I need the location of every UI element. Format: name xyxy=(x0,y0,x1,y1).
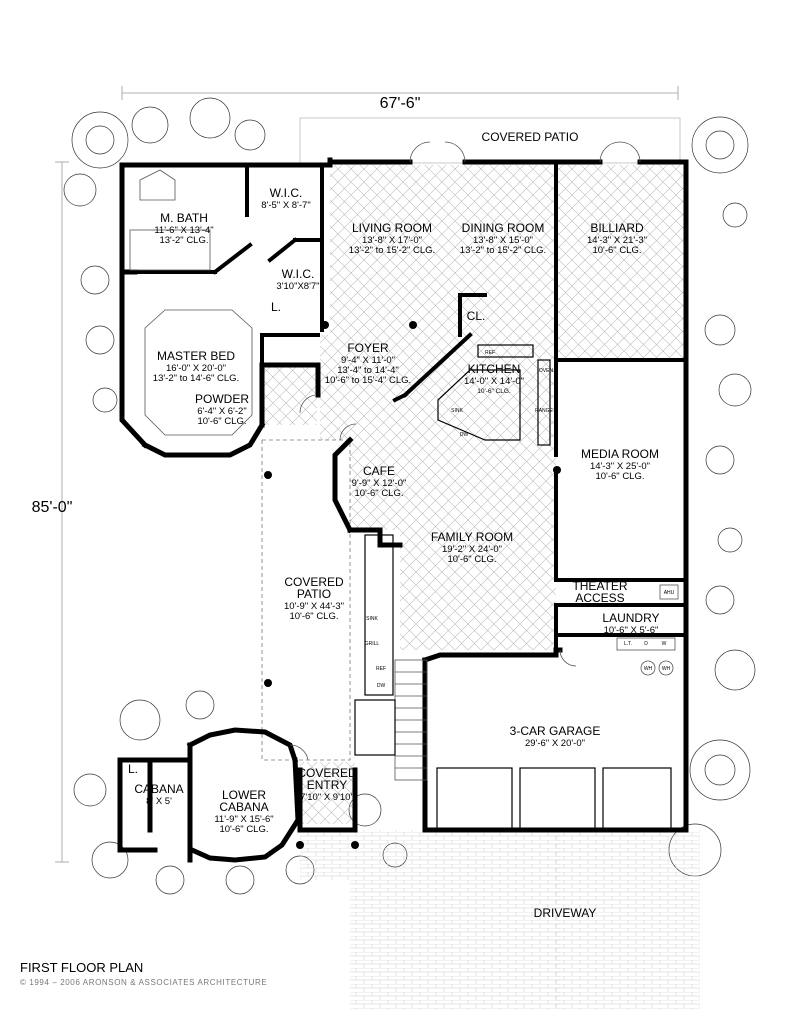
water-heater-1: WH xyxy=(644,666,653,672)
svg-text:13'-4" to 14'-4": 13'-4" to 14'-4" xyxy=(337,365,399,376)
svg-text:9'-4" X 11'-0": 9'-4" X 11'-0" xyxy=(341,355,395,366)
room-media: MEDIA ROOM xyxy=(581,447,659,461)
svg-text:PATIO: PATIO xyxy=(297,587,331,601)
kitchen-oven: OVEN xyxy=(539,368,554,374)
patio-sink: SINK xyxy=(366,616,378,622)
cabana-walls xyxy=(117,727,301,863)
svg-text:13'-2" to 14'-6" CLG.: 13'-2" to 14'-6" CLG. xyxy=(153,373,239,384)
svg-text:13'-2" to 15'-2" CLG.: 13'-2" to 15'-2" CLG. xyxy=(460,245,546,256)
kitchen-dw: DW xyxy=(460,432,469,438)
master-bed-bay xyxy=(129,169,253,436)
appliance-boxes xyxy=(616,584,679,676)
patio-wall-block xyxy=(354,699,396,756)
svg-text:9'-9" X 12'-0": 9'-9" X 12'-0" xyxy=(352,478,407,489)
room-family: FAMILY ROOM xyxy=(431,530,513,544)
svg-text:ACCESS: ACCESS xyxy=(575,591,624,605)
copyright-notice: © 1994 – 2006 ARONSON & ASSOCIATES ARCHI… xyxy=(20,978,268,987)
labels: 67'-6" 85'-0" COVERED PATIO M. BATH 11'-… xyxy=(32,95,660,920)
plan-title: FIRST FLOOR PLAN xyxy=(20,960,144,975)
kitchen-sink: SINK xyxy=(451,408,463,414)
room-driveway: DRIVEWAY xyxy=(534,906,597,920)
svg-text:29'-6" X 20'-0": 29'-6" X 20'-0" xyxy=(525,738,585,749)
svg-text:10'-6" CLG.: 10'-6" CLG. xyxy=(289,611,338,622)
room-powder: POWDER xyxy=(195,392,249,406)
covered-patio-outline xyxy=(261,439,351,761)
svg-text:3'10"X8'7": 3'10"X8'7" xyxy=(276,281,319,292)
svg-text:13'-8" X 15'-0": 13'-8" X 15'-0" xyxy=(473,235,533,246)
room-cabana-linen: L. xyxy=(128,762,138,776)
svg-text:14'-3" X 25'-0": 14'-3" X 25'-0" xyxy=(590,461,650,472)
room-covered-patio-side: COVERED xyxy=(284,575,344,589)
room-lower-cabana: LOWER xyxy=(222,788,266,802)
svg-text:10'-6" CLG.: 10'-6" CLG. xyxy=(354,488,403,499)
patio-dw: DW xyxy=(377,683,386,689)
door-swings xyxy=(289,141,641,761)
svg-text:CABANA: CABANA xyxy=(219,800,268,814)
svg-text:10'-6" to 15'-4" CLG.: 10'-6" to 15'-4" CLG. xyxy=(325,375,411,386)
exterior-walls xyxy=(119,157,689,833)
room-wic-1: W.I.C. xyxy=(270,186,303,200)
columns xyxy=(264,321,561,849)
appliance-labels: REF OVEN RANGE SINK DW SINK GRILL REF DW… xyxy=(365,350,675,689)
patio-grill: GRILL xyxy=(365,641,380,647)
svg-text:10'-6" CLG.: 10'-6" CLG. xyxy=(219,824,268,835)
room-wic-2: W.I.C. xyxy=(282,267,315,281)
room-covered-entry: COVERED xyxy=(297,766,357,780)
room-closet: CL. xyxy=(467,309,486,323)
room-garage: 3-CAR GARAGE xyxy=(510,724,601,738)
overall-width-label: 67'-6" xyxy=(380,95,421,112)
svg-text:10'-6" CLG.: 10'-6" CLG. xyxy=(595,471,644,482)
room-laundry: LAUNDRY xyxy=(602,611,659,625)
stair xyxy=(394,659,428,781)
svg-text:13'-2" to 15'-2" CLG.: 13'-2" to 15'-2" CLG. xyxy=(349,245,435,256)
room-cabana: CABANA xyxy=(134,782,183,796)
patio-ref: REF xyxy=(376,666,386,672)
svg-text:13'-8" X 17'-0": 13'-8" X 17'-0" xyxy=(362,235,422,246)
overall-depth-label: 85'-0" xyxy=(32,499,73,516)
svg-text:11'-9" X 15'-6": 11'-9" X 15'-6" xyxy=(214,814,273,825)
svg-text:19'-2" X 24'-0": 19'-2" X 24'-0" xyxy=(442,544,502,555)
room-living: LIVING ROOM xyxy=(352,221,432,235)
svg-text:10'-6" CLG.: 10'-6" CLG. xyxy=(477,388,511,395)
room-foyer: FOYER xyxy=(347,341,389,355)
kitchen-island xyxy=(437,344,551,446)
room-cafe: CAFE xyxy=(363,464,395,478)
dryer: D xyxy=(644,641,648,647)
kitchen-ref: REF xyxy=(485,350,495,356)
svg-text:11'-6" X 13'-4": 11'-6" X 13'-4" xyxy=(154,225,213,236)
svg-text:16'-0" X 20'-0": 16'-0" X 20'-0" xyxy=(166,363,226,374)
room-theater-access: THEATER xyxy=(572,579,627,593)
svg-text:ENTRY: ENTRY xyxy=(307,778,347,792)
svg-text:8'-5" X 8'-7": 8'-5" X 8'-7" xyxy=(261,200,310,211)
svg-text:10'-6" CLG.: 10'-6" CLG. xyxy=(447,554,496,565)
svg-text:8' X 5': 8' X 5' xyxy=(146,796,172,807)
dimension-lines xyxy=(55,86,679,863)
room-linen: L. xyxy=(271,300,281,314)
floor-fills xyxy=(262,117,700,1010)
svg-text:6'-4" X 6'-2": 6'-4" X 6'-2" xyxy=(197,406,246,417)
svg-text:10'-6" CLG.: 10'-6" CLG. xyxy=(592,245,641,256)
interior-walls xyxy=(120,163,688,652)
garage-doors xyxy=(436,767,672,831)
svg-text:14'-0" X 14'-0": 14'-0" X 14'-0" xyxy=(464,376,524,387)
room-dining: DINING ROOM xyxy=(462,221,545,235)
room-master-bath: M. BATH xyxy=(160,211,208,225)
water-heater-2: WH xyxy=(662,666,671,672)
room-covered-patio-top: COVERED PATIO xyxy=(482,130,579,144)
ahu: AHU xyxy=(664,590,675,596)
room-billiard: BILLIARD xyxy=(590,221,644,235)
patio-counter xyxy=(364,534,394,696)
room-master-bed: MASTER BED xyxy=(157,349,235,363)
laundry-tub: L.T. xyxy=(624,641,632,647)
room-kitchen: KITCHEN xyxy=(468,362,521,376)
svg-text:10'-9" X 44'-3": 10'-9" X 44'-3" xyxy=(284,601,344,612)
svg-text:10'-6" X 5'-6": 10'-6" X 5'-6" xyxy=(604,625,659,636)
svg-text:14'-3" X 21'-3": 14'-3" X 21'-3" xyxy=(587,235,647,246)
svg-text:7'10" X 9'10": 7'10" X 9'10" xyxy=(300,792,354,803)
kitchen-range: RANGE xyxy=(535,408,553,414)
svg-text:10'-6" CLG.: 10'-6" CLG. xyxy=(197,416,246,427)
washer: W xyxy=(662,641,667,647)
svg-text:13'-2" CLG.: 13'-2" CLG. xyxy=(159,235,208,246)
